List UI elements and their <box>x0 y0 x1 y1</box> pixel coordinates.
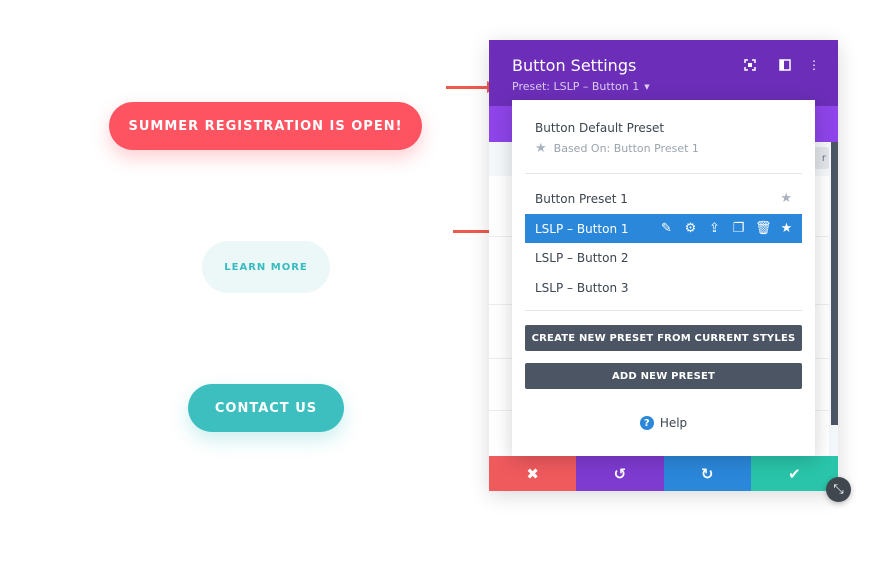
undo-icon: ↺ <box>613 464 627 483</box>
based-on-label: Based On: Button Preset 1 <box>553 142 699 155</box>
preset-selector[interactable]: Preset: LSLP – Button 1 ▼ <box>512 80 650 93</box>
preset-label: Button Preset 1 <box>535 191 628 206</box>
close-icon: ✖ <box>526 464 539 483</box>
sidebar-icon[interactable] <box>777 57 793 73</box>
preset-dropdown: Button Default Preset ★ Based On: Button… <box>512 100 815 456</box>
star-icon[interactable]: ★ <box>780 191 792 206</box>
learn-more-button[interactable]: LEARN MORE <box>202 241 330 293</box>
more-icon[interactable]: ⋮ <box>808 58 820 72</box>
gear-icon[interactable]: ⚙ <box>684 221 697 236</box>
scrollbar[interactable] <box>831 142 838 425</box>
preset-item[interactable]: Button Preset 1 ★ <box>525 184 802 213</box>
add-preset-button[interactable]: ADD NEW PRESET <box>525 363 802 389</box>
contact-us-button[interactable]: CONTACT US <box>188 384 344 432</box>
preset-label: LSLP – Button 1 <box>535 221 629 236</box>
undo-button[interactable]: ↺ <box>576 456 664 491</box>
check-icon: ✔ <box>788 464 801 483</box>
summer-registration-button[interactable]: SUMMER REGISTRATION IS OPEN! <box>109 102 422 150</box>
expand-arrows-icon: ⤡ <box>833 482 844 497</box>
preset-item[interactable]: LSLP – Button 2 <box>525 243 802 272</box>
modal-footer: ✖ ↺ ↻ ✔ <box>489 456 838 491</box>
duplicate-icon[interactable]: ❐ <box>732 221 745 236</box>
preset-label: LSLP – Button 2 <box>535 250 629 265</box>
preset-label: Preset: LSLP – Button 1 <box>512 80 640 93</box>
default-preset-title[interactable]: Button Default Preset <box>535 121 665 135</box>
help-link[interactable]: ? Help <box>512 416 815 430</box>
create-preset-button[interactable]: CREATE NEW PRESET FROM CURRENT STYLES <box>525 325 802 351</box>
cancel-button[interactable]: ✖ <box>489 456 577 491</box>
divider <box>525 310 802 311</box>
resize-handle[interactable]: ⤡ <box>826 477 851 502</box>
preset-actions: ✎ ⚙ ⇪ ❐ 🗑 ★ <box>659 221 794 236</box>
caret-down-icon: ▼ <box>644 82 650 91</box>
star-icon[interactable]: ★ <box>780 221 793 236</box>
preset-item[interactable]: LSLP – Button 3 <box>525 273 802 302</box>
redo-button[interactable]: ↻ <box>663 456 751 491</box>
redo-icon: ↻ <box>700 464 714 483</box>
preset-item-active[interactable]: LSLP – Button 1 ✎ ⚙ ⇪ ❐ 🗑 ★ <box>525 214 802 243</box>
arrow-pointer-preset <box>446 81 498 93</box>
help-label: Help <box>659 416 688 430</box>
focus-icon[interactable] <box>742 57 758 73</box>
preset-label: LSLP – Button 3 <box>535 280 629 295</box>
modal-header: Button Settings Preset: LSLP – Button 1 … <box>489 40 838 106</box>
based-on-text: ★ Based On: Button Preset 1 <box>535 141 699 156</box>
star-icon: ★ <box>535 141 547 156</box>
help-icon: ? <box>639 416 654 430</box>
export-icon[interactable]: ⇪ <box>709 221 720 236</box>
divider <box>525 173 802 174</box>
trash-icon[interactable]: 🗑 <box>755 221 772 236</box>
save-button[interactable]: ✔ <box>750 456 838 491</box>
edit-icon[interactable]: ✎ <box>661 221 672 236</box>
modal-title: Button Settings <box>512 56 637 75</box>
